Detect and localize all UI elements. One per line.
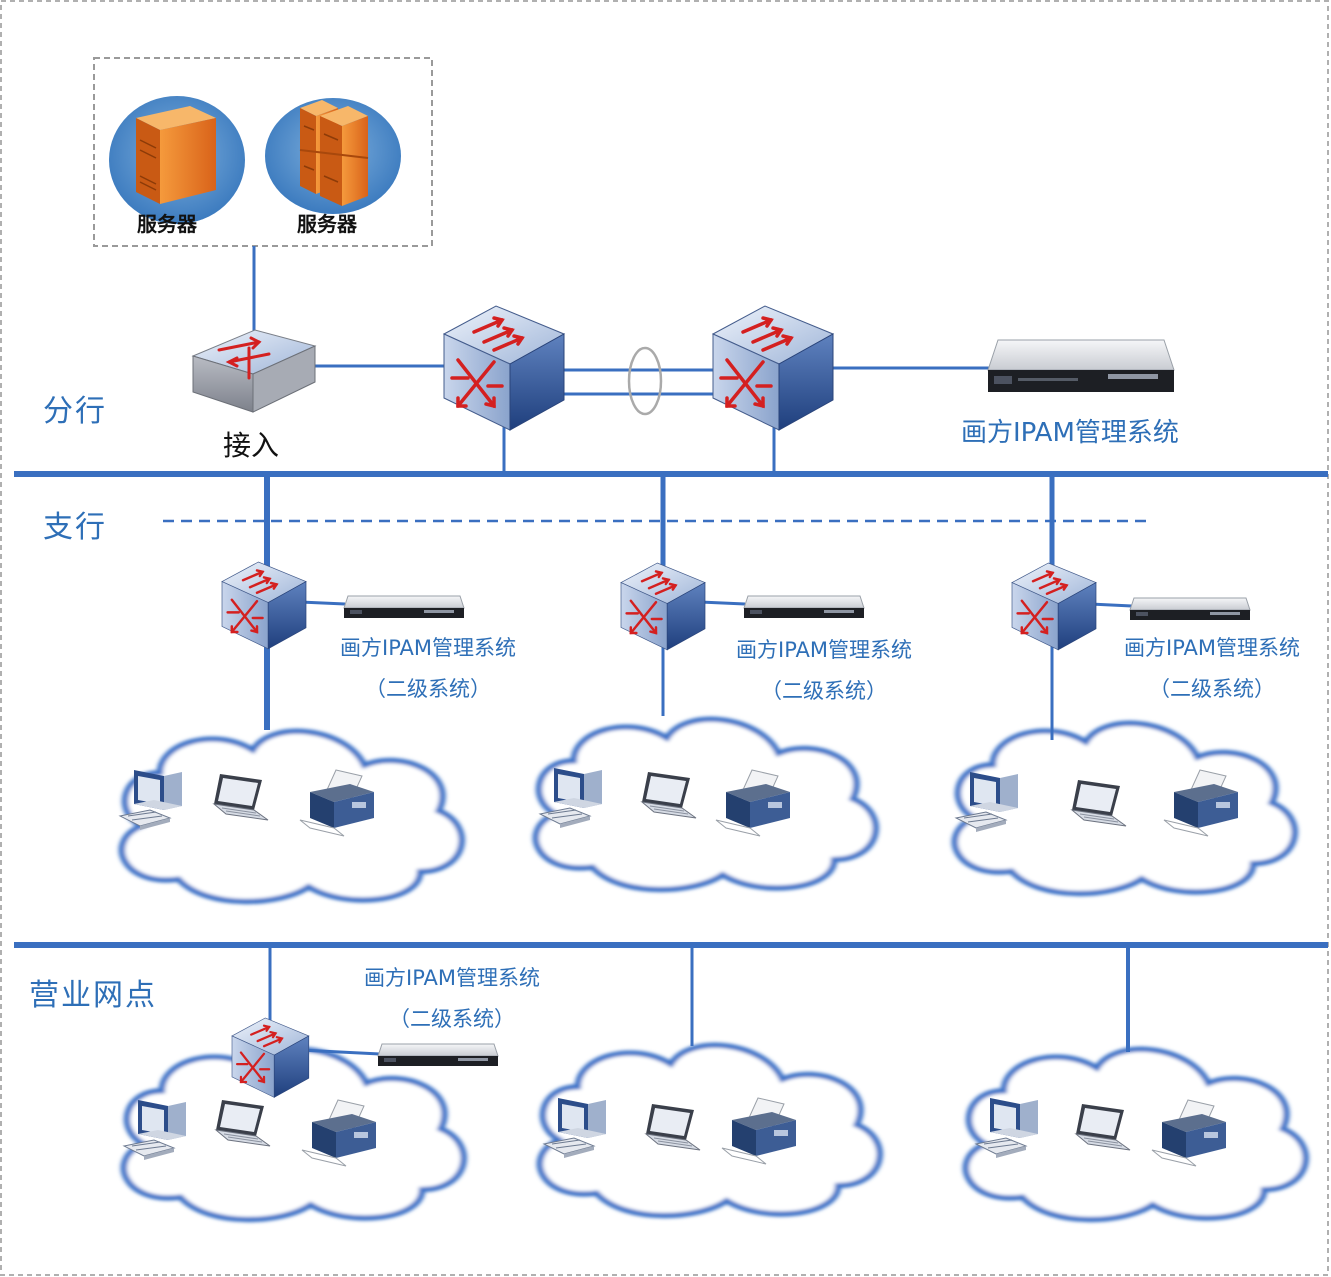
branch-links [252,246,990,472]
sub-ipam-title: 画方IPAM管理系统 [1124,636,1300,660]
sub-ipam-label: 画方IPAM管理系统 （二级系统） [318,628,538,710]
sub-ipam-label: 画方IPAM管理系统 （二级系统） [1101,628,1323,710]
server-cluster-icon [265,98,401,214]
sub-ipam-appliance-icon [743,595,865,619]
server-label: 服务器 [137,212,197,236]
server-group-box [93,57,433,247]
tier-label-sub-branch: 支行 [43,510,107,545]
tier-label-branch: 分行 [43,394,107,429]
link-aggregation-ring [627,346,663,416]
sub-ipam-appliance-icon [343,595,465,619]
single-server-icon [109,96,245,224]
sub-ipam-subtitle: （二级系统） [1149,677,1275,701]
sub-branch-switch-icon [619,561,707,652]
sub-ipam-subtitle: （二级系统） [365,677,491,701]
outlet-ipam-title: 画方IPAM管理系统 [364,966,540,990]
ipam-main-appliance-icon [987,339,1175,393]
sub-branch-switch-icon [220,560,308,651]
outlet-ipam-subtitle: （二级系统） [389,1007,515,1031]
access-switch-label: 接入 [223,429,280,462]
server-label: 服务器 [297,212,357,236]
sub-branch-cloud [122,731,462,901]
sub-ipam-subtitle: （二级系统） [761,679,887,703]
core-switch-icon [442,304,566,432]
sub-ipam-label: 画方IPAM管理系统 （二级系统） [714,630,934,712]
sub-ipam-appliance-icon [1129,597,1251,621]
outlet-ipam-appliance-icon [377,1043,499,1067]
outlet-ipam-label: 画方IPAM管理系统 （二级系统） [342,958,562,1040]
tier-label-outlet: 营业网点 [29,978,157,1013]
sub-ipam-title: 画方IPAM管理系统 [340,636,516,660]
ipam-main-label: 画方IPAM管理系统 [961,418,1179,448]
outlet-links [268,945,1130,1056]
sub-branch-switch-icon [1010,561,1098,652]
access-switch-icon [191,328,317,414]
sub-ipam-title: 画方IPAM管理系统 [736,638,912,662]
core-switch-icon [711,304,835,432]
